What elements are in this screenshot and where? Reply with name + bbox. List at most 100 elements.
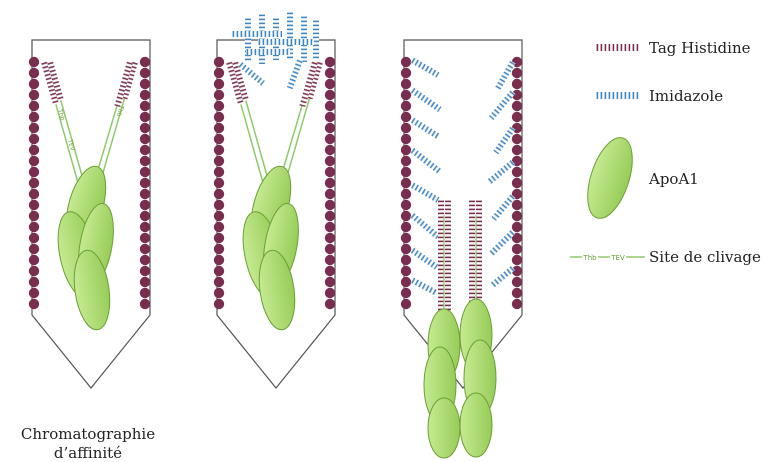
- resin-bead: [140, 134, 150, 144]
- resin-bead: [29, 134, 39, 144]
- resin-bead: [325, 178, 335, 188]
- resin-bead: [325, 189, 335, 199]
- resin-bead: [140, 123, 150, 133]
- caption-line-2: d’affinité: [54, 444, 122, 462]
- legend-cleavage: Thb TEV Site de clivage: [570, 248, 761, 266]
- resin-bead: [401, 156, 411, 166]
- resin-bead: [140, 255, 150, 265]
- resin-bead: [325, 156, 335, 166]
- resin-bead: [29, 101, 39, 111]
- resin-bead: [401, 68, 411, 78]
- resin-bead: [214, 134, 224, 144]
- resin-bead: [401, 255, 411, 265]
- resin-bead: [140, 68, 150, 78]
- resin-bead: [512, 112, 522, 122]
- apoa1-protein-icon: [579, 132, 641, 224]
- resin-bead: [140, 167, 150, 177]
- resin-bead: [512, 277, 522, 287]
- resin-bead: [401, 167, 411, 177]
- column-1: Thb TEV Thb: [29, 40, 150, 388]
- resin-bead: [140, 101, 150, 111]
- resin-bead: [325, 134, 335, 144]
- resin-bead: [325, 167, 335, 177]
- resin-bead: [325, 79, 335, 89]
- resin-bead: [140, 277, 150, 287]
- resin-bead: [29, 57, 39, 67]
- resin-bead: [512, 145, 522, 155]
- column-1-beads-left: [29, 57, 39, 309]
- resin-bead: [140, 90, 150, 100]
- resin-bead: [401, 189, 411, 199]
- legend-imidazole: Imidazole: [596, 87, 723, 105]
- resin-bead: [29, 255, 39, 265]
- legend-histidine: Tag Histidine: [596, 39, 751, 57]
- resin-bead: [29, 90, 39, 100]
- resin-bead: [140, 178, 150, 188]
- histidine-tag-icon: [596, 44, 640, 51]
- resin-bead: [401, 123, 411, 133]
- resin-bead: [401, 79, 411, 89]
- resin-bead: [214, 79, 224, 89]
- resin-bead: [214, 200, 224, 210]
- legend-imidazole-label: Imidazole: [649, 87, 723, 105]
- resin-bead: [29, 156, 39, 166]
- resin-bead: [29, 123, 39, 133]
- resin-bead: [325, 57, 335, 67]
- legend-cleavage-label: Site de clivage: [649, 248, 761, 266]
- resin-bead: [29, 233, 39, 243]
- resin-bead: [140, 145, 150, 155]
- resin-bead: [140, 233, 150, 243]
- resin-bead: [401, 266, 411, 276]
- resin-bead: [401, 233, 411, 243]
- resin-bead: [214, 211, 224, 221]
- resin-bead: [214, 189, 224, 199]
- resin-bead: [214, 233, 224, 243]
- resin-bead: [214, 222, 224, 232]
- resin-bead: [401, 101, 411, 111]
- resin-bead: [325, 288, 335, 298]
- resin-bead: [401, 145, 411, 155]
- resin-bead: [325, 222, 335, 232]
- resin-bead: [29, 222, 39, 232]
- resin-bead: [401, 244, 411, 254]
- resin-bead: [401, 222, 411, 232]
- resin-bead: [29, 200, 39, 210]
- cleavage-tev-text: TEV: [610, 254, 625, 262]
- resin-bead: [401, 200, 411, 210]
- resin-bead: [512, 255, 522, 265]
- resin-bead: [214, 68, 224, 78]
- resin-bead: [29, 299, 39, 309]
- resin-bead: [325, 123, 335, 133]
- resin-bead: [140, 79, 150, 89]
- resin-bead: [214, 255, 224, 265]
- resin-bead: [325, 211, 335, 221]
- resin-bead: [29, 189, 39, 199]
- resin-bead: [325, 101, 335, 111]
- resin-bead: [214, 145, 224, 155]
- resin-bead: [29, 277, 39, 287]
- resin-bead: [140, 222, 150, 232]
- resin-bead: [512, 134, 522, 144]
- legend-histidine-label: Tag Histidine: [649, 39, 751, 57]
- resin-bead: [29, 145, 39, 155]
- resin-bead: [214, 277, 224, 287]
- resin-bead: [325, 68, 335, 78]
- resin-bead: [325, 299, 335, 309]
- legend-apoa1-label: ApoA1: [648, 170, 699, 188]
- resin-bead: [214, 156, 224, 166]
- resin-bead: [140, 288, 150, 298]
- resin-bead: [512, 101, 522, 111]
- resin-bead: [512, 200, 522, 210]
- resin-bead: [140, 211, 150, 221]
- resin-bead: [325, 200, 335, 210]
- resin-bead: [512, 211, 522, 221]
- column-3: [401, 40, 522, 458]
- resin-bead: [140, 189, 150, 199]
- resin-bead: [401, 211, 411, 221]
- column-3-beads-left: [401, 57, 411, 309]
- resin-bead: [214, 288, 224, 298]
- resin-bead: [401, 57, 411, 67]
- resin-bead: [512, 167, 522, 177]
- resin-bead: [140, 57, 150, 67]
- resin-bead: [325, 112, 335, 122]
